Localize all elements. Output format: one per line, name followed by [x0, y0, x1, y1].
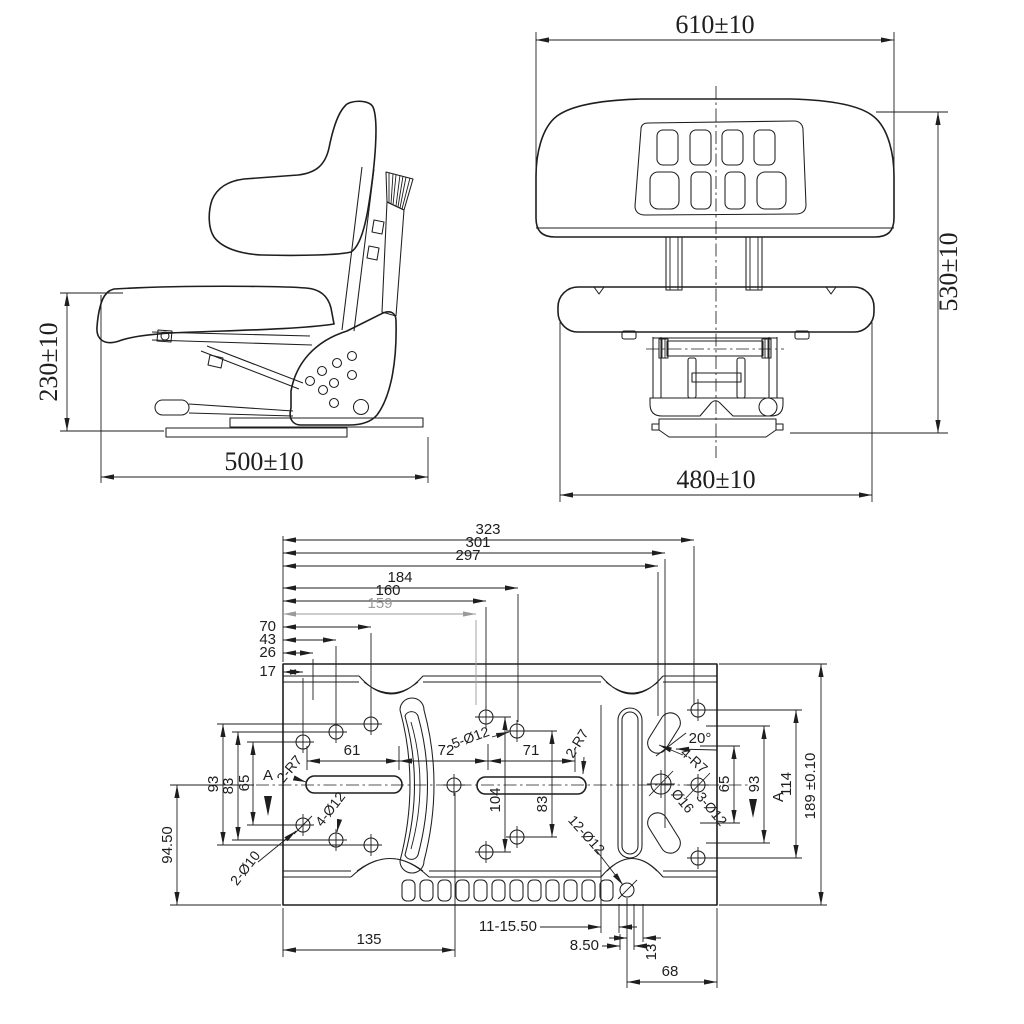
side-height-label: 230±10 [34, 322, 63, 401]
dim-160: 160 [375, 582, 400, 599]
dim-68: 68 [662, 963, 679, 980]
callout-5-d12: 5-Ø12 [449, 723, 491, 751]
callout-2-d10: 2-Ø10 [227, 848, 264, 889]
dim-189: 189 ±0.10 [802, 753, 819, 820]
dim-13: 13 [643, 944, 660, 961]
dim-61: 61 [344, 742, 361, 759]
dim-right-93: 93 [746, 776, 763, 793]
plate-right-dimensions: 65 93 114 189 ±0.10 A [700, 663, 827, 906]
callout-4-d12: 4-Ø12 [312, 789, 349, 830]
dim-26: 26 [259, 644, 276, 661]
seat-side-drawing [96, 100, 424, 438]
dim-left-65: 65 [236, 775, 253, 792]
back-panel-slots [649, 129, 787, 210]
dim-323: 323 [475, 521, 500, 538]
back-bottom-width-dimension: 480±10 [559, 322, 873, 502]
callout-12-d12: 12-Ø12 [565, 812, 608, 858]
seat-side-view: 230±10 500±10 [34, 100, 429, 483]
plate-vertical-slot [617, 707, 643, 859]
side-lower-rail [165, 427, 348, 438]
callout-2-r7-center: 2-R7 [562, 726, 592, 760]
side-back-frame [341, 166, 375, 332]
dim-184: 184 [387, 569, 412, 586]
plate-kidney-upper [647, 712, 681, 754]
side-column [381, 201, 405, 317]
dim-43: 43 [259, 631, 276, 648]
dim-71: 71 [523, 742, 540, 759]
side-upper-rail [229, 417, 424, 428]
side-height-dimension: 230±10 [34, 292, 164, 432]
mounting-plate-view: 323 301 297 184 160 159 70 43 26 17 93 [159, 521, 827, 988]
side-bracket [289, 311, 397, 426]
plate-holes [291, 698, 710, 870]
dim-17: 17 [259, 663, 276, 680]
back-backrest [535, 98, 895, 238]
plate-bottom-slot-row [401, 879, 635, 902]
seat-back-view: 610±10 530±10 480±10 [535, 10, 963, 502]
seat-back-drawing [535, 86, 895, 458]
dim-left-93: 93 [205, 776, 222, 793]
dim-159-ref: 159 [367, 595, 392, 612]
plate-left-dimensions: 93 83 65 A 94.50 [159, 723, 364, 906]
dim-135: 135 [356, 931, 381, 948]
back-cushion [557, 286, 875, 333]
dim-right-65: 65 [716, 776, 733, 793]
back-height-label: 530±10 [934, 232, 963, 311]
side-width-label: 500±10 [224, 447, 303, 476]
datum-a-left: A [263, 767, 273, 784]
dim-70: 70 [259, 618, 276, 635]
side-seat-cushion [96, 285, 335, 344]
dim-104: 104 [487, 787, 504, 812]
side-lever-knob [154, 399, 190, 416]
side-ribbed-grip [381, 171, 414, 317]
dim-8-50: 8.50 [570, 937, 599, 954]
back-top-width-label: 610±10 [675, 10, 754, 39]
back-bottom-width-label: 480±10 [676, 465, 755, 494]
datum-a-right: A [770, 792, 787, 802]
back-height-dimension: 530±10 [790, 111, 963, 434]
plate-kidney-lower [647, 812, 681, 854]
side-bracket-holes [304, 350, 370, 416]
back-suspension [646, 337, 784, 438]
plate-drawing [256, 663, 748, 906]
dim-94-50: 94.50 [159, 826, 176, 864]
plate-curved-slot [399, 697, 435, 874]
dim-301: 301 [465, 534, 490, 551]
dim-297: 297 [455, 547, 480, 564]
back-panel [634, 120, 807, 216]
plate-center-slot [476, 776, 587, 795]
side-backrest-armrest [208, 100, 377, 257]
datum-arrow-right [749, 799, 757, 818]
side-width-dimension: 500±10 [100, 295, 429, 483]
plate-left-slot [305, 775, 403, 794]
back-posts [665, 236, 763, 291]
dim-114: 114 [778, 772, 795, 796]
back-top-width-dimension: 610±10 [535, 10, 895, 170]
datum-arrow-left [264, 796, 272, 816]
plate-outline [282, 663, 718, 906]
plate-top-dimensions: 323 301 297 184 160 159 70 43 26 17 [259, 521, 695, 828]
dim-inner-83: 83 [534, 796, 551, 813]
dim-left-83: 83 [220, 778, 237, 795]
callout-20-deg: 20° [689, 730, 712, 747]
plate-bottom-dimensions: 135 11-15.50 8.50 13 68 [282, 705, 718, 988]
plate-inner-dimensions: 61 72 71 104 83 [306, 716, 576, 853]
dim-11-15-50: 11-15.50 [479, 918, 537, 935]
dim-72: 72 [438, 742, 455, 759]
